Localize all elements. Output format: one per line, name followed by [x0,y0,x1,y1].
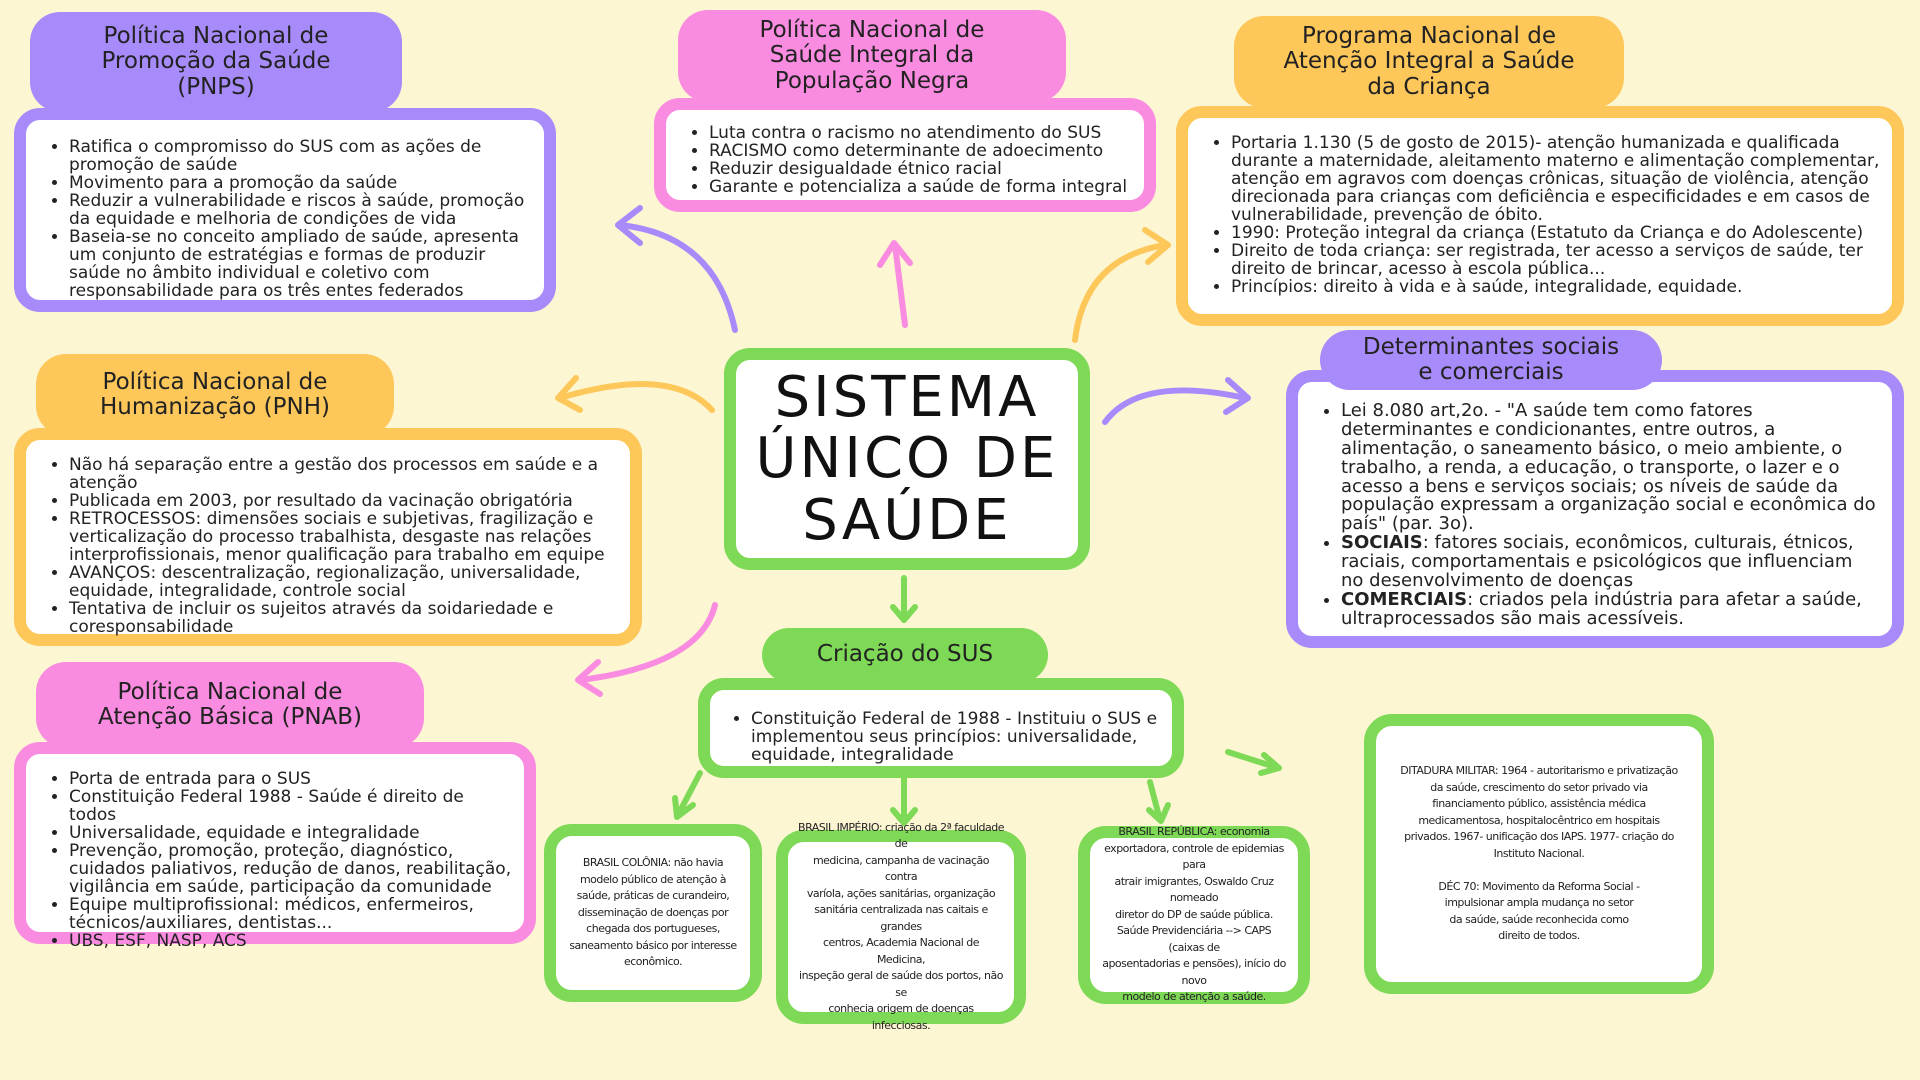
criacao-list: Constituição Federal de 1988 - Instituiu… [716,710,1162,764]
pnab-list: Porta de entrada para o SUS Constituição… [34,770,514,950]
pnh-list: Não há separação entre a gestão dos proc… [34,456,620,636]
sociais-label: SOCIAIS [1341,532,1423,554]
arrow-to-determinantes-head [1223,377,1251,415]
list-item: Publicada em 2003, por resultado da vaci… [69,492,620,510]
central-title: SISTEMA ÚNICO DE SAÚDE [755,364,1059,553]
pnaisc-list: Portaria 1.130 (5 de gosto de 2015)- ate… [1196,134,1880,296]
determinantes-list: Lei 8.080 art,2o. - "A saúde tem como fa… [1306,401,1880,629]
pnsipn-box: Luta contra o racismo no atendimento do … [654,98,1156,212]
sociais-text: : fatores sociais, econômicos, culturais… [1341,532,1854,592]
arrow-to-pnaisc [1072,242,1168,343]
list-item: AVANÇOS: descentralização, regionalizaçã… [69,564,620,600]
pnps-box: Ratifica o compromisso do SUS com as açõ… [14,108,556,312]
pnab-title: Política Nacional de Atenção Básica (PNA… [36,662,424,748]
list-item: 1990: Proteção integral da criança (Esta… [1231,224,1880,242]
central-node: SISTEMA ÚNICO DE SAÚDE [724,348,1090,570]
pnps-title: Política Nacional de Promoção da Saúde (… [30,12,402,112]
arrow-to-colonia-head [672,795,696,820]
comerciais-label: COMERCIAIS [1341,588,1468,610]
arrow-to-pnps [617,222,738,333]
list-item: UBS, ESF, NASP, ACS [69,932,514,950]
arrow-to-determinantes [1102,387,1248,425]
list-item: Constituição Federal 1988 - Saúde é dire… [69,788,514,824]
brasil-imperio-box: BRASIL IMPÉRIO: criação da 2ª faculdade … [776,821,1026,1032]
criacao-title: Criação do SUS [762,628,1048,682]
arrow-to-colonia [675,770,703,818]
list-item: Constituição Federal de 1988 - Instituiu… [751,710,1162,764]
list-item: Movimento para a promoção da saúde [69,174,532,192]
list-item: COMERCIAIS: criados pela indústria para … [1341,588,1880,629]
list-item: Baseia-se no conceito ampliado de saúde,… [69,228,532,300]
pnps-list: Ratifica o compromisso do SUS com as açõ… [34,138,532,300]
comerciais-text: : criados pela indústria para afetar a s… [1341,588,1862,629]
arrow-to-imperio-head [890,807,918,826]
arrow-to-pnsipn-head [877,240,913,268]
list-item: SOCIAIS: fatores sociais, econômicos, cu… [1341,532,1880,592]
list-item: Portaria 1.130 (5 de gosto de 2015)- ate… [1231,134,1880,224]
arrow-to-pnps-head [615,205,643,246]
pnaisc-title: Programa Nacional de Atenção Integral a … [1234,16,1624,108]
list-item: Prevenção, promoção, proteção, diagnósti… [69,842,514,896]
pnsipn-title: Política Nacional de Saúde Integral da P… [678,10,1066,102]
list-item: Garante e potencializa a saúde de forma … [709,178,1134,196]
arrow-to-criacao-head [890,604,918,623]
pnsipn-list: Luta contra o racismo no atendimento do … [674,124,1134,196]
pnaisc-box: Portaria 1.130 (5 de gosto de 2015)- ate… [1176,106,1904,326]
list-item: Equipe multiprofissional: médicos, enfer… [69,896,514,932]
arrow-to-republica [1147,779,1163,823]
arrow-to-republica-head [1146,802,1171,824]
list-item: Lei 8.080 art,2o. - "A saúde tem como fa… [1341,401,1880,534]
pnh-box: Não há separação entre a gestão dos proc… [14,428,642,646]
criacao-box: Constituição Federal de 1988 - Instituiu… [698,678,1184,778]
arrow-to-pnab [577,602,718,683]
brasil-colonia-box: BRASIL COLÔNIA: não havia modelo público… [544,824,762,1002]
list-item: Não há separação entre a gestão dos proc… [69,456,620,492]
list-item: Porta de entrada para o SUS [69,770,514,788]
arrow-to-pnh [557,381,715,413]
list-item: RACISMO como determinante de adoecimento [709,142,1134,160]
arrow-to-pnh-head [555,375,583,413]
list-item: Tentativa de incluir os sujeitos através… [69,600,620,636]
list-item: Luta contra o racismo no atendimento do … [709,124,1134,142]
list-item: Direito de toda criança: ser registrada,… [1231,242,1880,278]
list-item: Ratifica o compromisso do SUS com as açõ… [69,138,532,174]
pnab-box: Porta de entrada para o SUS Constituição… [14,742,536,950]
determinantes-title: Determinantes sociais e comerciais [1320,330,1662,390]
list-item: Reduzir desigualdade étnico racial [709,160,1134,178]
list-item: Universalidade, equidade e integralidade [69,824,514,842]
determinantes-box: Lei 8.080 art,2o. - "A saúde tem como fa… [1286,370,1904,648]
ditadura-militar-box: DITADURA MILITAR: 1964 - autoritarismo e… [1364,714,1714,994]
arrow-to-pnaisc-head [1142,227,1171,265]
list-item: RETROCESSOS: dimensões sociais e subjeti… [69,510,620,564]
arrow-to-pnsipn [892,242,908,328]
arrow-to-pnab-head [575,659,603,697]
arrow-to-ditadura [1225,749,1281,771]
list-item: Reduzir a vulnerabilidade e riscos à saú… [69,192,532,228]
pnh-title: Política Nacional de Humanização (PNH) [36,354,394,436]
list-item: Princípios: direito à vida e à saúde, in… [1231,278,1880,296]
arrow-to-ditadura-head [1258,752,1282,776]
brasil-republica-box: BRASIL REPÚBLICA: economia exportadora, … [1078,825,1310,1004]
